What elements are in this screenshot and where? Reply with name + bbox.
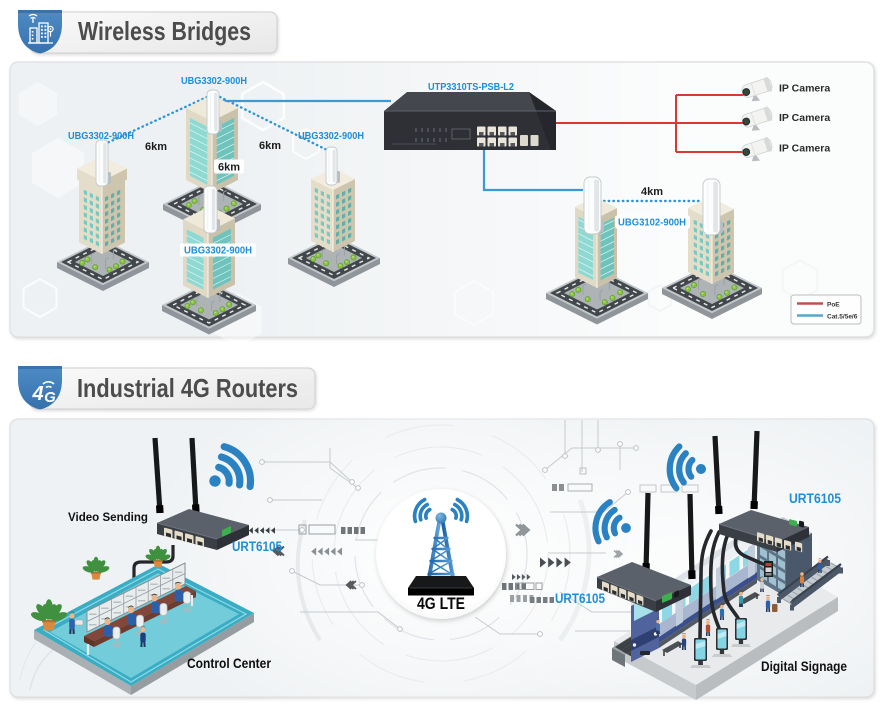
- svg-text:6km: 6km: [218, 162, 240, 174]
- svg-text:4: 4: [31, 383, 43, 405]
- svg-text:IP Camera: IP Camera: [779, 83, 830, 95]
- svg-text:4G LTE: 4G LTE: [417, 595, 465, 613]
- svg-text:Digital Signage: Digital Signage: [761, 659, 847, 674]
- svg-text:UBG3302-900H: UBG3302-900H: [184, 246, 252, 257]
- svg-text:6km: 6km: [145, 141, 167, 153]
- svg-text:Wireless Bridges: Wireless Bridges: [78, 16, 251, 46]
- svg-text:G: G: [44, 389, 56, 406]
- svg-text:UTP3310TS-PSB-L2: UTP3310TS-PSB-L2: [428, 81, 514, 93]
- svg-text:UBG3102-900H: UBG3102-900H: [618, 218, 686, 229]
- svg-text:UBG3302-900H: UBG3302-900H: [68, 131, 134, 142]
- svg-text:4km: 4km: [641, 186, 663, 198]
- svg-text:PoE: PoE: [827, 302, 840, 309]
- svg-text:Cat.5/5e/6: Cat.5/5e/6: [827, 314, 858, 321]
- svg-text:URT6105: URT6105: [555, 591, 605, 606]
- svg-text:Control Center: Control Center: [187, 656, 272, 671]
- svg-text:UBG3302-900H: UBG3302-900H: [181, 76, 247, 87]
- svg-text:UBG3302-900H: UBG3302-900H: [298, 131, 364, 142]
- svg-text:URT6105: URT6105: [232, 539, 282, 554]
- svg-text:URT6105: URT6105: [789, 491, 841, 506]
- svg-text:IP Camera: IP Camera: [779, 143, 830, 155]
- svg-text:6km: 6km: [259, 140, 281, 152]
- svg-text:Video Sending: Video Sending: [68, 512, 148, 524]
- svg-text:Industrial 4G Routers: Industrial 4G Routers: [77, 373, 298, 403]
- svg-text:IP Camera: IP Camera: [779, 112, 830, 124]
